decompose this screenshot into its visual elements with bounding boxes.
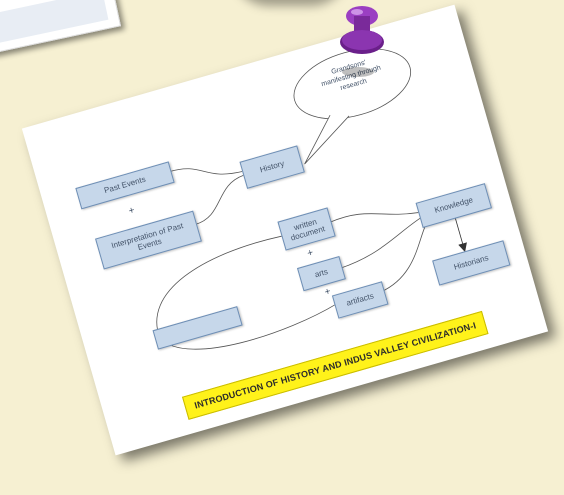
diagram-card: Grandsons' manifesting through research … [21, 4, 549, 456]
arrow-knowledge-historians [454, 217, 465, 248]
bubble-tail [304, 114, 350, 165]
line-written-knowledge [329, 212, 419, 223]
line-arts-knowledge [340, 218, 421, 269]
push-pin-icon [340, 6, 384, 77]
speech-bubble [293, 48, 412, 120]
line-interpretation-history [194, 174, 244, 225]
line-blank-artifacts [159, 303, 338, 350]
background-paper-card [0, 0, 122, 56]
line-blank-written [156, 235, 282, 339]
line-past-events-history [169, 168, 243, 175]
connector-lines [156, 48, 467, 350]
line-artifacts-knowledge [380, 220, 429, 293]
